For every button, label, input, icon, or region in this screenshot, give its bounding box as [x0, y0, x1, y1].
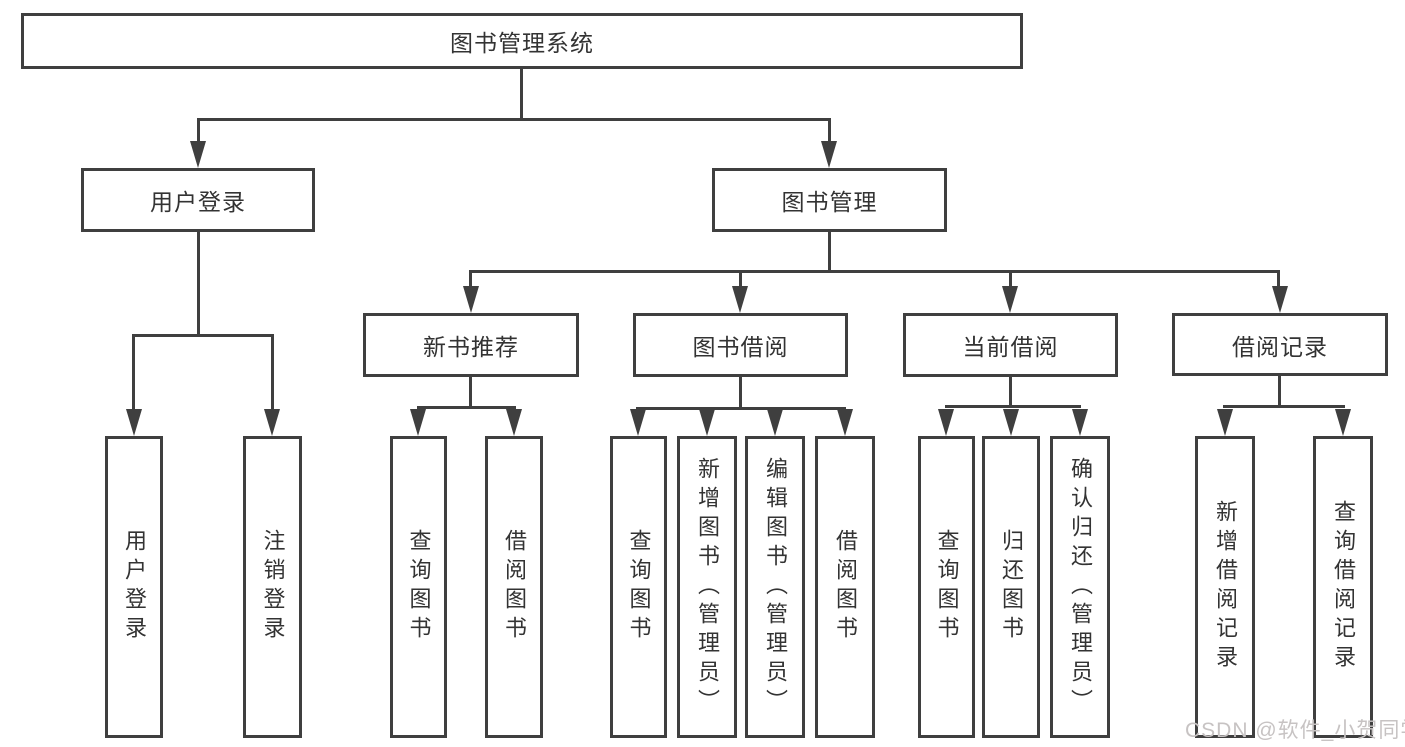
leaf-label: 新增借阅记录 [1213, 500, 1238, 674]
leaf-borrowing-add-books-admin: 新增图书（管理员） [677, 436, 737, 738]
node-new-book-recommendation: 新书推荐 [363, 313, 579, 377]
leaf-current-confirm-return-admin: 确认归还（管理员） [1050, 436, 1110, 738]
connector-line [469, 377, 472, 409]
connector-line [417, 406, 516, 409]
node-label: 新书推荐 [423, 334, 519, 360]
node-label: 图书管理 [781, 189, 878, 215]
leaf-current-return-books: 归还图书 [982, 436, 1040, 738]
leaf-label: 编辑图书（管理员） [763, 456, 788, 718]
connector-line [1009, 377, 1012, 407]
connector-line [1009, 272, 1012, 286]
arrowhead [1003, 409, 1019, 436]
arrowhead [126, 409, 142, 436]
arrowhead [767, 409, 783, 436]
leaf-label: 注销登录 [260, 529, 286, 645]
arrowhead [190, 141, 206, 168]
connector-line [1277, 272, 1280, 286]
node-book-borrowing: 图书借阅 [633, 313, 848, 377]
connector-line [469, 272, 472, 286]
leaf-label: 确认归还（管理员） [1068, 456, 1093, 718]
connector-line [469, 270, 1280, 273]
connector-line [197, 232, 200, 337]
leaf-records-add-borrow-record: 新增借阅记录 [1195, 436, 1255, 738]
arrowhead [463, 286, 479, 313]
node-label: 用户登录 [150, 189, 246, 215]
connector-line [636, 407, 846, 410]
leaf-recommend-borrow-books: 借阅图书 [485, 436, 543, 738]
leaf-label: 归还图书 [999, 529, 1024, 645]
csdn-watermark: CSDN @软件_小贺同学 [1185, 719, 1405, 742]
arrowhead [938, 409, 954, 436]
arrowhead [821, 141, 837, 168]
node-label: 借阅记录 [1232, 333, 1328, 360]
arrowhead [1217, 409, 1233, 436]
node-book-management: 图书管理 [712, 168, 947, 232]
arrowhead [699, 409, 715, 436]
leaf-label: 查询借阅记录 [1331, 500, 1356, 674]
leaf-current-query-books: 查询图书 [918, 436, 975, 738]
connector-line [945, 405, 1081, 408]
node-user-login: 用户登录 [81, 168, 315, 232]
leaf-borrowing-borrow-books: 借阅图书 [815, 436, 875, 738]
leaf-logout: 注销登录 [243, 436, 302, 738]
connector-line [132, 334, 274, 337]
connector-line [1223, 405, 1345, 408]
connector-line [828, 232, 831, 272]
connector-line [197, 120, 200, 144]
leaf-label: 借阅图书 [502, 529, 527, 645]
arrowhead [837, 409, 853, 436]
arrowhead [506, 409, 522, 436]
leaf-label: 查询图书 [626, 529, 652, 645]
arrowhead [732, 286, 748, 313]
leaf-label: 查询图书 [406, 529, 432, 645]
leaf-borrowing-edit-books-admin: 编辑图书（管理员） [745, 436, 805, 738]
arrowhead [1335, 409, 1351, 436]
leaf-label: 新增图书（管理员） [695, 456, 720, 718]
node-label: 图书管理系统 [450, 30, 594, 56]
leaf-label: 借阅图书 [833, 529, 858, 645]
arrowhead [630, 409, 646, 436]
connector-line [828, 120, 831, 144]
node-label: 当前借阅 [962, 334, 1059, 360]
node-label: 图书借阅 [692, 334, 789, 360]
arrowhead [1002, 286, 1018, 313]
connector-line [271, 336, 274, 412]
node-library-management-system: 图书管理系统 [21, 13, 1023, 69]
leaf-borrowing-query-books: 查询图书 [610, 436, 667, 738]
leaf-user-login: 用户登录 [105, 436, 163, 738]
arrowhead [410, 409, 426, 436]
leaf-recommend-query-books: 查询图书 [390, 436, 447, 738]
connector-line [739, 377, 742, 410]
arrowhead [264, 409, 280, 436]
arrowhead [1072, 409, 1088, 436]
connector-line [1278, 376, 1281, 407]
connector-line [520, 69, 523, 120]
connector-line [132, 336, 135, 412]
leaf-records-query-borrow-record: 查询借阅记录 [1313, 436, 1373, 738]
leaf-label: 查询图书 [934, 529, 960, 645]
node-current-borrowing: 当前借阅 [903, 313, 1118, 377]
leaf-label: 用户登录 [122, 529, 147, 645]
arrowhead [1272, 286, 1288, 313]
node-borrowing-records: 借阅记录 [1172, 313, 1388, 376]
connector-line [739, 272, 742, 286]
connector-line [197, 118, 831, 121]
